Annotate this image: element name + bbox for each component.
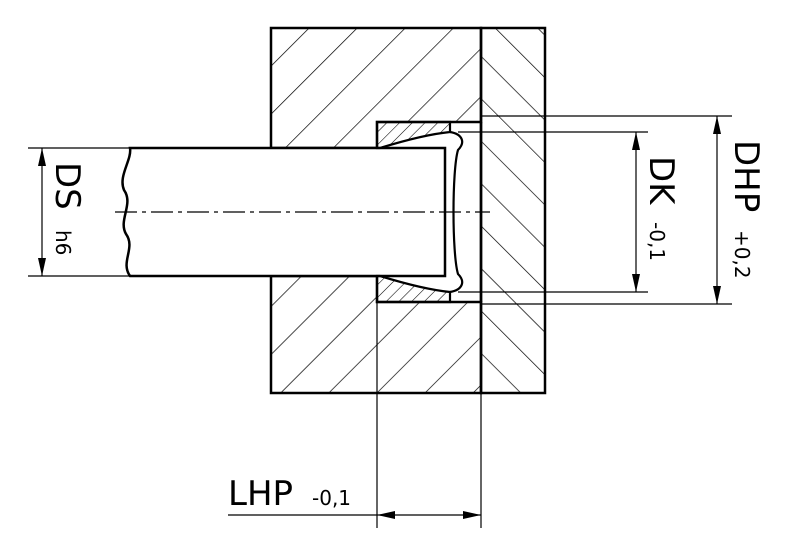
ds-tolerance: h6 bbox=[51, 230, 75, 255]
cover-plate bbox=[479, 26, 547, 395]
lhp-label: LHP bbox=[228, 474, 293, 514]
seal-upper-hatch bbox=[375, 120, 452, 150]
dhp-label: DHP bbox=[726, 140, 766, 212]
shaft-body bbox=[121, 146, 447, 278]
dk-label: DK bbox=[641, 156, 681, 206]
housing-section bbox=[269, 26, 483, 395]
shaft bbox=[121, 146, 447, 278]
ds-label: DS bbox=[47, 162, 87, 210]
seal-ring bbox=[375, 120, 483, 304]
ds-dimension: DS h6 bbox=[28, 147, 130, 277]
dhp-dimension: DHP +0,2 bbox=[481, 115, 766, 305]
dk-tolerance: -0,1 bbox=[645, 222, 669, 261]
seal-lower-hatch bbox=[375, 274, 452, 304]
lhp-tolerance: -0,1 bbox=[312, 486, 351, 510]
dk-dimension: DK -0,1 bbox=[458, 131, 681, 293]
lhp-dimension: LHP -0,1 bbox=[228, 302, 482, 528]
dhp-tolerance: +0,2 bbox=[730, 230, 754, 279]
cover-section bbox=[479, 26, 547, 395]
